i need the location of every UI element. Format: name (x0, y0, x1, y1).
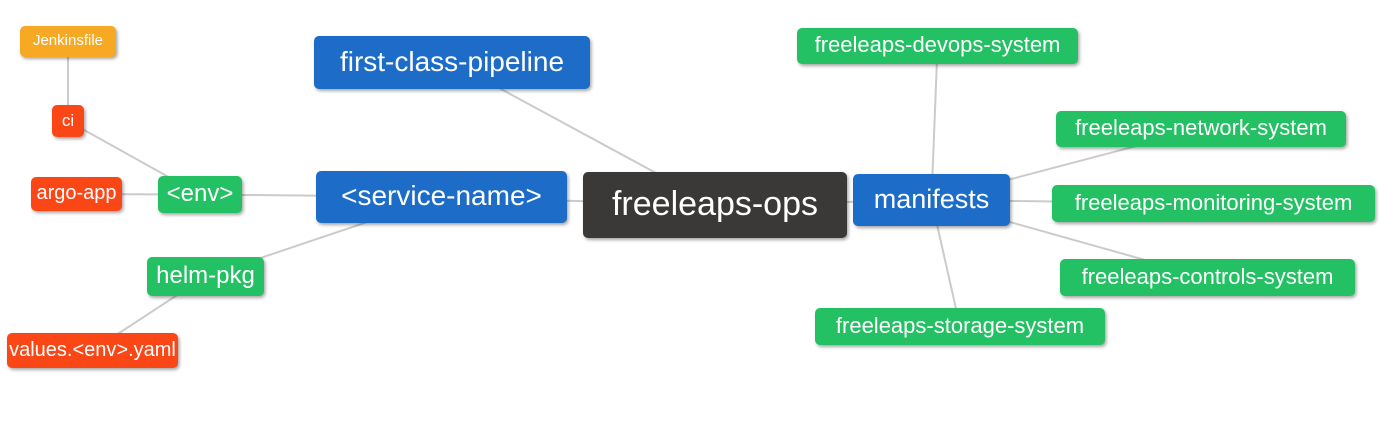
node-env[interactable]: <env> (158, 176, 242, 213)
node-freeleaps-controls-system[interactable]: freeleaps-controls-system (1060, 259, 1355, 296)
node-values-env-yaml[interactable]: values.<env>.yaml (7, 333, 178, 368)
node-freeleaps-network-system[interactable]: freeleaps-network-system (1056, 111, 1346, 147)
node-helm-pkg[interactable]: helm-pkg (147, 257, 264, 296)
node-first-class-pipeline[interactable]: first-class-pipeline (314, 36, 590, 89)
node-jenkinsfile[interactable]: Jenkinsfile (20, 26, 116, 57)
node-freeleaps-monitoring-system[interactable]: freeleaps-monitoring-system (1052, 185, 1375, 222)
node-argo-app[interactable]: argo-app (31, 177, 122, 211)
node-manifests[interactable]: manifests (853, 174, 1010, 226)
node-freeleaps-storage-system[interactable]: freeleaps-storage-system (815, 308, 1105, 345)
node-service-name[interactable]: <service-name> (316, 171, 567, 223)
node-freeleaps-devops-system[interactable]: freeleaps-devops-system (797, 28, 1078, 64)
node-ci[interactable]: ci (52, 105, 84, 137)
node-freeleaps-ops[interactable]: freeleaps-ops (583, 172, 847, 238)
